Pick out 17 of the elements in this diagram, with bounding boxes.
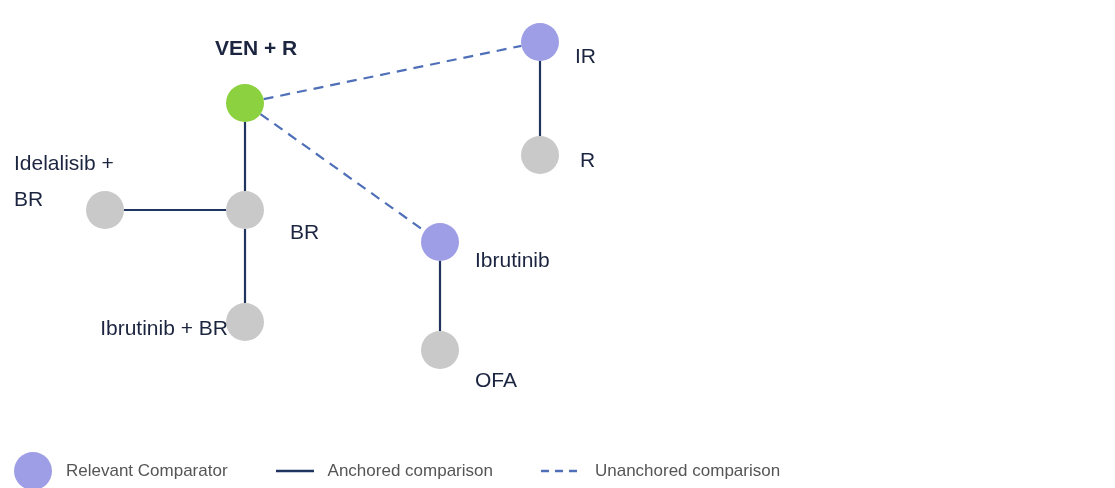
node-label: OFA <box>475 367 518 393</box>
legend-label: Anchored comparison <box>327 460 493 483</box>
connector-line <box>243 122 247 191</box>
node-label: Ibrutinib <box>475 247 551 273</box>
node-label: Idelalisib + BR <box>14 150 115 212</box>
node-label: BR <box>290 219 321 245</box>
node-label: Ibrutinib + BR <box>99 315 228 341</box>
node-label: IR <box>575 43 597 69</box>
connector-line <box>438 261 442 331</box>
connector-line <box>124 208 226 212</box>
node-label: R <box>580 147 597 173</box>
connector-line <box>538 61 542 136</box>
node-label: VEN + R <box>215 35 299 61</box>
legend-label: Relevant Comparator <box>66 460 228 483</box>
dashed-connector <box>263 44 522 101</box>
legend-label: Unanchored comparison <box>594 460 781 483</box>
connector-line <box>243 229 247 303</box>
